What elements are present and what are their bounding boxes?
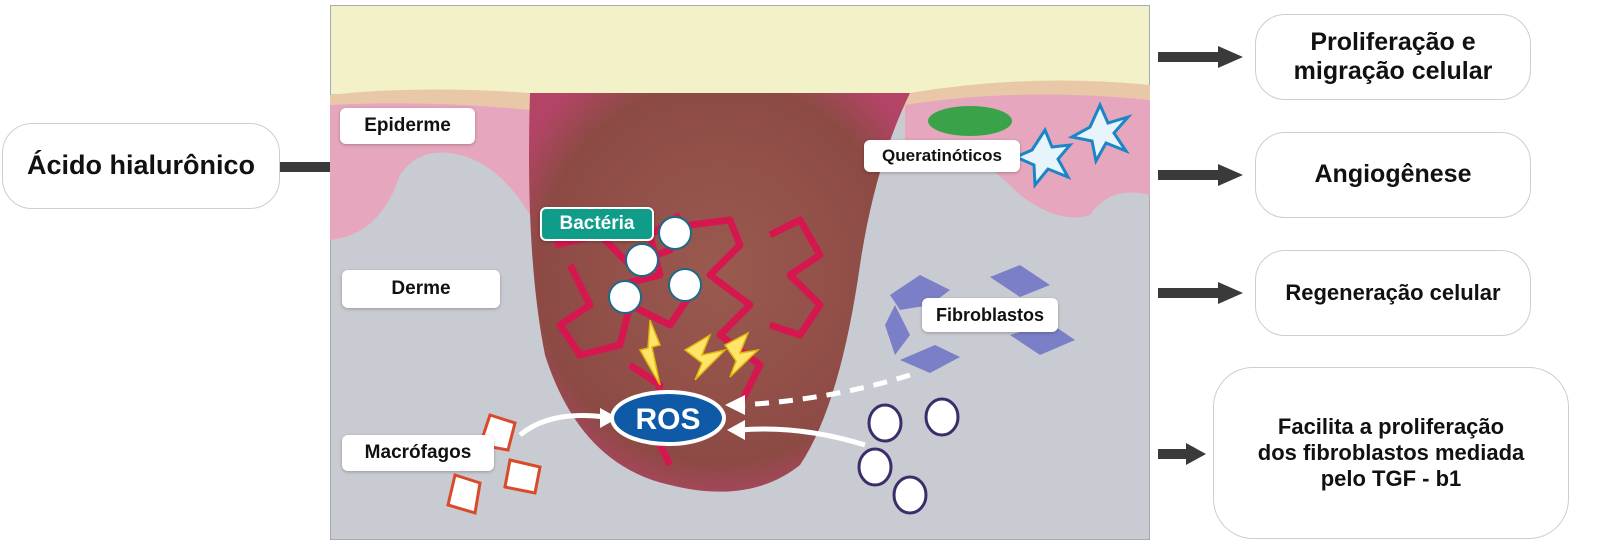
ros-label: ROS <box>635 403 700 436</box>
outcome-arrow-3 <box>1158 282 1243 304</box>
keratinocytes-label: Queratinóticos <box>864 140 1020 172</box>
outcome-arrow-1 <box>1158 46 1243 68</box>
immune-cells <box>857 397 960 515</box>
outcome-angiogenesis: Angiogênese <box>1255 132 1531 218</box>
outcome-fibroblast-tgf: Facilita a proliferação dos fibroblastos… <box>1213 367 1569 539</box>
keratinocyte-mass <box>928 106 1012 136</box>
fibroblasts-label: Fibroblastos <box>922 298 1058 332</box>
derme-label: Derme <box>342 270 500 308</box>
macrophages-label: Macrófagos <box>342 435 494 471</box>
epiderme-label: Epiderme <box>340 108 475 144</box>
outcome-proliferation: Proliferação e migração celular <box>1255 14 1531 100</box>
outcome-arrow-2 <box>1158 164 1243 186</box>
fibroblast-arrow <box>739 372 911 408</box>
bacteria-label: Bactéria <box>540 207 654 241</box>
hyaluronic-acid-label: Ácido hialurônico <box>2 123 280 209</box>
bacteria-cells <box>608 216 702 314</box>
ros-ellipse <box>610 390 726 446</box>
outcome-regeneration: Regeneração celular <box>1255 250 1531 336</box>
keratinocyte-cells <box>1012 101 1133 189</box>
wound-area <box>529 93 910 492</box>
outcome-arrow-4 <box>1158 443 1206 465</box>
lightning-bolts <box>638 319 761 386</box>
